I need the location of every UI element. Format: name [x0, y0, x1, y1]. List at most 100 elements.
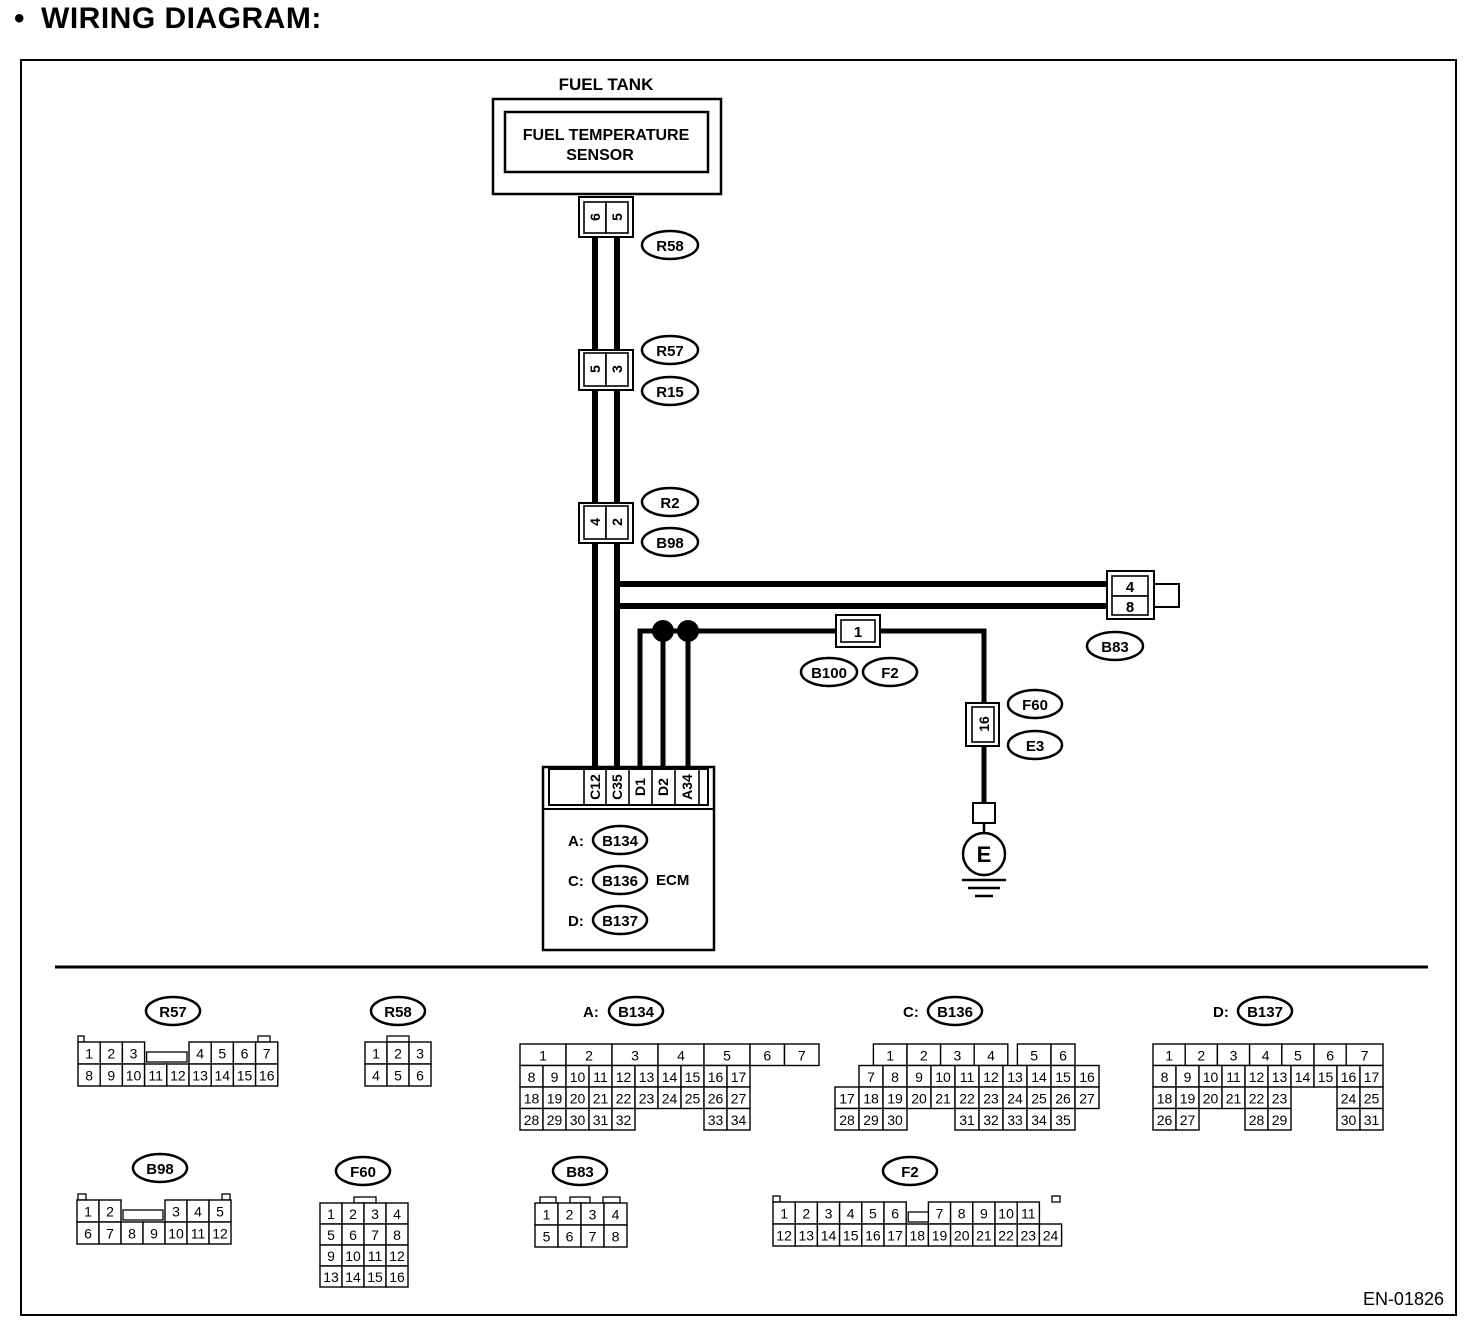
face-pin: 4 — [372, 1068, 380, 1084]
face-pin: 2 — [920, 1047, 928, 1063]
face-pin: 2 — [349, 1206, 357, 1222]
face-pin: 12 — [389, 1248, 405, 1264]
face-cell — [1359, 1107, 1384, 1131]
face-pin: 15 — [843, 1228, 859, 1244]
face-pin: 3 — [371, 1206, 379, 1222]
label-r57: R57 — [656, 343, 684, 360]
face-pin: 8 — [528, 1069, 536, 1085]
face-pin: 2 — [566, 1207, 574, 1223]
connector-b83: 4 8 — [1106, 570, 1180, 620]
face-pin: 12 — [983, 1069, 999, 1085]
face-tab — [539, 1196, 557, 1204]
face-pin: 11 — [191, 1226, 206, 1242]
face-pin: 9 — [915, 1069, 923, 1085]
face-pin: 3 — [1230, 1047, 1238, 1063]
e3-pin: 16 — [976, 716, 992, 732]
face-pin: 4 — [847, 1206, 855, 1222]
face-pin: 30 — [887, 1112, 903, 1128]
face-tab — [77, 1193, 87, 1201]
face-pin: 8 — [393, 1227, 401, 1243]
face-pin: 5 — [1030, 1047, 1038, 1063]
ground-label: E — [977, 842, 992, 867]
connector-b100-f2: 1 — [835, 614, 881, 648]
face-pin: 5 — [723, 1047, 731, 1063]
face-cell — [726, 1107, 751, 1131]
figure-code: EN-01826 — [1363, 1289, 1444, 1309]
face-pin: 5 — [1294, 1047, 1302, 1063]
face-pin: 13 — [799, 1228, 815, 1244]
face-pin: 9 — [1184, 1069, 1192, 1085]
fuel-temperature-sensor-box — [503, 110, 710, 174]
face-pin: 9 — [107, 1068, 115, 1084]
face-pin: 2 — [106, 1204, 114, 1220]
sensor-label-line2: SENSOR — [566, 147, 634, 164]
face-pin: 20 — [911, 1090, 927, 1106]
face-pin: 27 — [731, 1090, 747, 1106]
face-pin: 1 — [539, 1047, 547, 1063]
face-pin: 4 — [987, 1047, 995, 1063]
face-pin: 17 — [731, 1069, 747, 1085]
face-label-b83: B83 — [566, 1164, 594, 1181]
face-pin: 7 — [589, 1229, 597, 1245]
ecm-pin-d1: D1 — [632, 778, 648, 796]
face-pin: 3 — [631, 1047, 639, 1063]
face-pin: 29 — [547, 1112, 563, 1128]
face-pin: 14 — [662, 1069, 678, 1085]
face-pin: 26 — [708, 1090, 724, 1106]
face-pin: 14 — [215, 1068, 231, 1084]
face-pin: 21 — [1226, 1090, 1242, 1106]
face-pin: 18 — [863, 1090, 879, 1106]
face-key-notch — [145, 1051, 188, 1063]
face-pin: 28 — [524, 1112, 540, 1128]
face-pin: 12 — [212, 1226, 228, 1242]
face-pin: 33 — [1007, 1112, 1023, 1128]
face-cell — [1267, 1107, 1292, 1131]
ecm-pin-c35: C35 — [609, 774, 625, 800]
face-pin: 1 — [84, 1204, 92, 1220]
face-pin: 10 — [1203, 1069, 1219, 1085]
face-pin: 26 — [1157, 1112, 1173, 1128]
face-label-r57: R57 — [159, 1004, 187, 1021]
face-pin: 2 — [107, 1046, 115, 1062]
face-label-r58: R58 — [384, 1004, 412, 1021]
label-r2: R2 — [660, 495, 679, 512]
face-pin: 32 — [983, 1112, 999, 1128]
connector-r57-r15: 5 3 — [578, 349, 634, 391]
face-pin: 2 — [585, 1047, 593, 1063]
label-b83: B83 — [1101, 639, 1129, 656]
face-pin: 18 — [910, 1228, 926, 1244]
face-pin: 30 — [1341, 1112, 1357, 1128]
face-pin: 4 — [194, 1204, 202, 1220]
face-pin: 9 — [551, 1069, 559, 1085]
face-cell — [1050, 1107, 1076, 1131]
face-pin: 6 — [1326, 1047, 1334, 1063]
diagram-frame — [20, 59, 1457, 1316]
face-pin: 13 — [1007, 1069, 1023, 1085]
face-label-f60: F60 — [350, 1164, 376, 1181]
face-tab — [77, 1035, 85, 1043]
face-pin: 19 — [1180, 1090, 1196, 1106]
face-pin: 22 — [998, 1228, 1014, 1244]
face-tab — [353, 1196, 377, 1204]
face-pin: 4 — [196, 1046, 204, 1062]
wire-d1 — [637, 628, 836, 770]
face-pin: 23 — [1021, 1228, 1037, 1244]
face-pin: 10 — [345, 1248, 361, 1264]
face-pin: 10 — [126, 1068, 142, 1084]
ecm-pin-d2: D2 — [655, 778, 671, 796]
face-pin: 33 — [708, 1112, 724, 1128]
face-tab — [386, 1035, 410, 1043]
face-pin: 21 — [935, 1090, 951, 1106]
face-cell — [1074, 1086, 1100, 1110]
face-pin: 19 — [932, 1228, 948, 1244]
label-f2: F2 — [881, 665, 899, 682]
face-pin: 23 — [983, 1090, 999, 1106]
face-pin: 6 — [416, 1068, 424, 1084]
face-pin: 12 — [616, 1069, 632, 1085]
face-pin: 34 — [1031, 1112, 1047, 1128]
face-pin: 11 — [368, 1248, 383, 1264]
